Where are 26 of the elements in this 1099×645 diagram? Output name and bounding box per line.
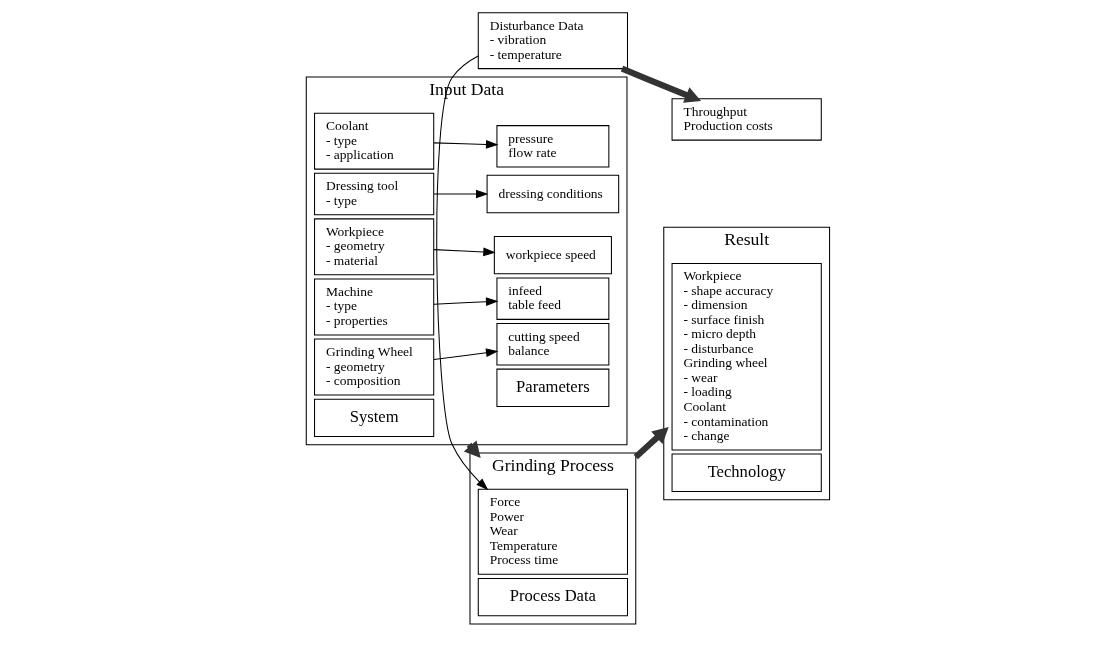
node-box: infeed table feed: [495, 277, 609, 320]
node-box: Dressing tool - type: [313, 172, 434, 216]
node-box: cutting speed balance: [495, 323, 609, 366]
arrow: [433, 189, 488, 199]
arrow: [433, 297, 498, 307]
node-box: Throughput Production costs: [671, 98, 822, 141]
arrow: [620, 65, 701, 103]
node-box: Workpiece - shape accuracy - dimension - surface finish - micro depth - disturbance Grinding wheel - wear - loading Coolant - contamination - change: [671, 262, 822, 451]
arrow: [435, 55, 488, 491]
node-box: workpiece speed: [493, 235, 612, 275]
node-box: Coolant - type - application: [313, 112, 434, 170]
node-box: Machine - type - properties: [313, 278, 434, 336]
arrow: [633, 426, 669, 460]
node-box: Technology: [671, 453, 822, 492]
node-box: System: [313, 398, 434, 437]
node-box: Process Data: [477, 577, 628, 617]
node-box: Disturbance Data - vibration - temperature: [477, 12, 628, 70]
node-box: dressing conditions: [486, 174, 619, 214]
node-box: Grinding Wheel - geometry - composition: [313, 338, 434, 396]
node-box: Parameters: [495, 368, 609, 407]
arrow: [433, 348, 498, 360]
node-box: pressure flow rate: [495, 125, 609, 168]
node-box: Force Power Wear Temperature Process time: [477, 488, 628, 575]
node-box: Workpiece - geometry - material: [313, 218, 434, 276]
arrow: [433, 247, 496, 257]
arrow: [433, 140, 498, 149]
